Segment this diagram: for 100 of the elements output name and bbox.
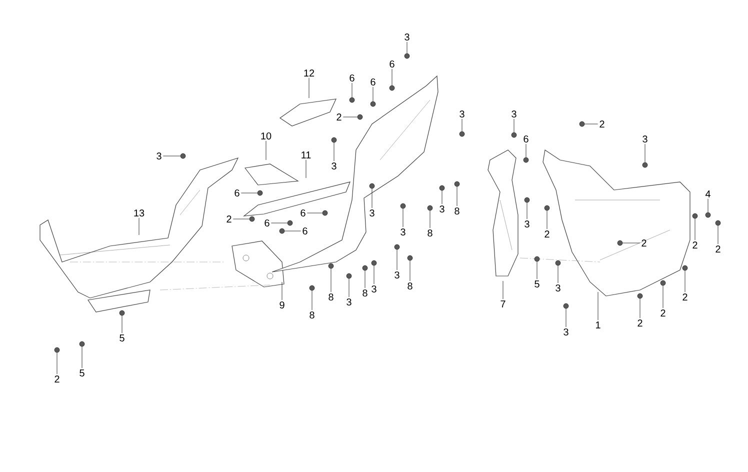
callout-number: 8: [408, 282, 412, 290]
callout-number: 7: [500, 300, 506, 308]
fastener-icon: [511, 132, 517, 138]
leader-line: [406, 42, 408, 54]
fastener-icon: [331, 137, 337, 143]
callout-number: 8: [428, 229, 432, 237]
leader-line: [546, 210, 548, 230]
leader-line: [364, 270, 366, 288]
callout-number: 2: [716, 246, 720, 252]
fastener-icon: [682, 265, 688, 271]
callout-number: 6: [302, 227, 308, 235]
callout-number: 3: [372, 285, 376, 293]
leader-line: [684, 270, 686, 292]
fastener-icon: [394, 244, 400, 250]
fastener-icon: [579, 121, 585, 127]
leader-line: [138, 218, 140, 236]
callout-number: 3: [404, 33, 410, 41]
callout-number: 3: [400, 228, 406, 236]
callout-number: 12: [304, 70, 314, 76]
leader-line: [308, 78, 310, 98]
fastener-icon: [534, 256, 540, 262]
leader-line: [284, 230, 302, 232]
leader-line: [270, 222, 288, 224]
callout-number: 2: [226, 216, 232, 222]
callout-number: 2: [692, 242, 698, 248]
callout-number: 6: [390, 60, 394, 68]
fastener-icon: [370, 101, 376, 107]
fastener-icon: [362, 265, 368, 271]
callout-number: 6: [264, 219, 270, 227]
callout-number: 2: [336, 114, 342, 120]
leader-line: [240, 192, 258, 194]
callout-number: 6: [350, 74, 354, 82]
fastener-icon: [692, 213, 698, 219]
leader-line: [306, 212, 323, 214]
callout-number: 3: [346, 298, 352, 306]
fastener-icon: [459, 131, 465, 137]
fastener-icon: [407, 255, 413, 261]
leader-line: [232, 218, 250, 220]
callout-number: 8: [328, 293, 334, 301]
leader-line: [396, 249, 398, 270]
leader-line: [56, 352, 58, 374]
fastener-icon: [642, 162, 648, 168]
callout-number: 3: [156, 152, 162, 160]
fastener-icon: [346, 273, 352, 279]
callout-number: 2: [544, 230, 550, 238]
callout-number: 5: [80, 370, 84, 376]
fastener-icon: [369, 183, 375, 189]
leader-line: [372, 86, 374, 102]
fastener-icon: [119, 310, 125, 316]
callout-number: 8: [454, 207, 460, 215]
fastener-icon: [555, 260, 561, 266]
callout-number: 10: [261, 132, 272, 140]
leader-line: [662, 285, 664, 308]
leader-line: [348, 278, 350, 298]
fastener-icon: [328, 263, 334, 269]
fastener-icon: [257, 190, 263, 196]
callout-number: 6: [300, 209, 306, 217]
fastener-icon: [287, 220, 293, 226]
fastener-icon: [54, 347, 60, 353]
fastener-icon: [249, 216, 255, 222]
leader-line: [536, 261, 538, 280]
callout-number: 2: [682, 294, 688, 300]
callout-number: 3: [512, 110, 516, 118]
fastener-icon: [309, 285, 315, 291]
callout-number: 3: [524, 220, 530, 228]
leader-line: [330, 268, 332, 292]
leader-line: [456, 186, 458, 206]
fastener-icon: [705, 212, 711, 218]
callout-number: 2: [660, 310, 666, 316]
leader-line: [694, 218, 696, 240]
fastener-icon: [523, 157, 529, 163]
callout-number: 3: [642, 135, 648, 143]
callout-number: 3: [460, 110, 464, 118]
callout-number: 3: [564, 328, 568, 336]
callout-number: 3: [440, 205, 444, 213]
callout-number: 13: [134, 209, 144, 217]
leader-line: [622, 242, 640, 244]
callout-number: 6: [370, 78, 376, 86]
fastener-icon: [279, 228, 285, 234]
callout-number: 6: [524, 135, 528, 143]
callout-number: 2: [600, 120, 604, 128]
callout-number: 1: [596, 322, 600, 328]
fastener-icon: [715, 220, 721, 226]
callout-number: 2: [642, 240, 646, 246]
callout-number: 2: [638, 320, 642, 326]
leader-line: [402, 208, 404, 228]
fastener-icon: [180, 153, 186, 159]
callout-number: 9: [280, 301, 284, 309]
callout-number: 5: [120, 334, 124, 342]
callout-number: 3: [556, 284, 560, 292]
fastener-icon: [400, 203, 406, 209]
fastener-icon: [439, 185, 445, 191]
fastener-icon: [389, 85, 395, 91]
fastener-icon: [357, 114, 363, 120]
fastener-icon: [349, 97, 355, 103]
leader-line: [526, 202, 528, 220]
fastener-icon: [454, 181, 460, 187]
fastener-icon: [404, 53, 410, 59]
callout-number: 3: [394, 271, 400, 279]
callout-number: 4: [705, 190, 710, 198]
